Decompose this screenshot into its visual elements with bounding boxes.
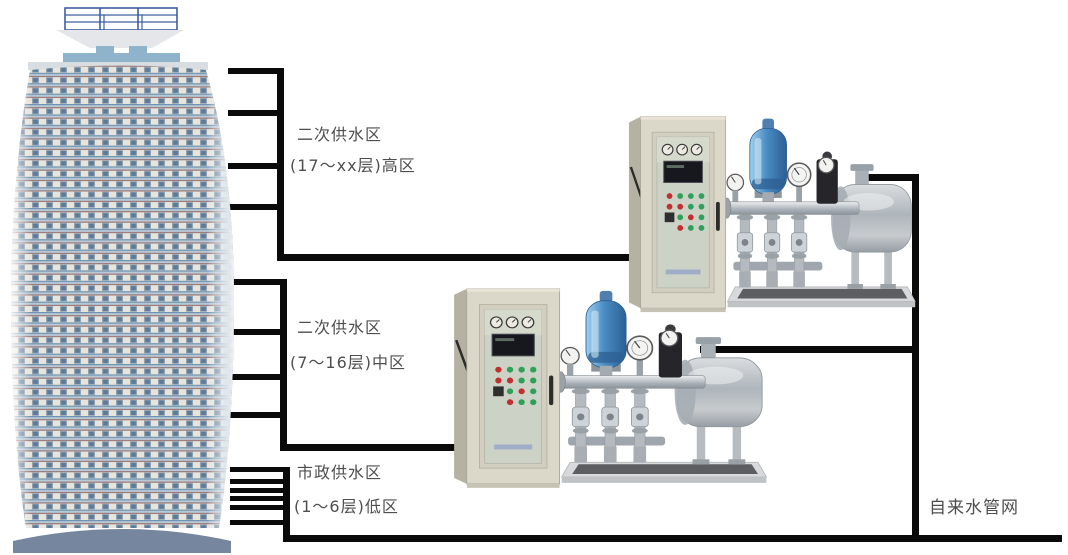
zone-label-low-line2: (1～6层)低区 xyxy=(294,497,399,516)
water-network-label: 自来水管网 xyxy=(929,498,1019,518)
zone-bracket-high xyxy=(228,68,645,261)
municipal-main-line xyxy=(283,535,1062,542)
lower-unit-inlet-line xyxy=(700,346,919,353)
zone-bracket-low xyxy=(230,467,1062,542)
zone-label-high-line1: 二次供水区 xyxy=(297,125,383,144)
zone-label-mid-line2: (7～16层)中区 xyxy=(290,353,407,372)
mid-zone-supply-line xyxy=(280,444,470,451)
pump-unit-lower xyxy=(452,287,768,490)
zone-label-mid-line1: 二次供水区 xyxy=(297,318,383,337)
supply-pipelines xyxy=(228,68,1062,542)
building-base xyxy=(13,529,231,553)
water-main-riser-line xyxy=(912,174,919,542)
rooftop-structure xyxy=(56,7,184,64)
rooftop-vents xyxy=(63,46,180,64)
building-illustration xyxy=(11,7,234,553)
zone-label-low-line1: 市政供水区 xyxy=(297,463,383,482)
high-zone-supply-line xyxy=(277,254,645,261)
pump-unit-upper xyxy=(627,115,917,314)
zone-bracket-mid xyxy=(228,279,470,451)
upper-unit-inlet-line xyxy=(860,174,919,181)
zone-label-high-line2: (17～xx层)高区 xyxy=(290,156,416,175)
